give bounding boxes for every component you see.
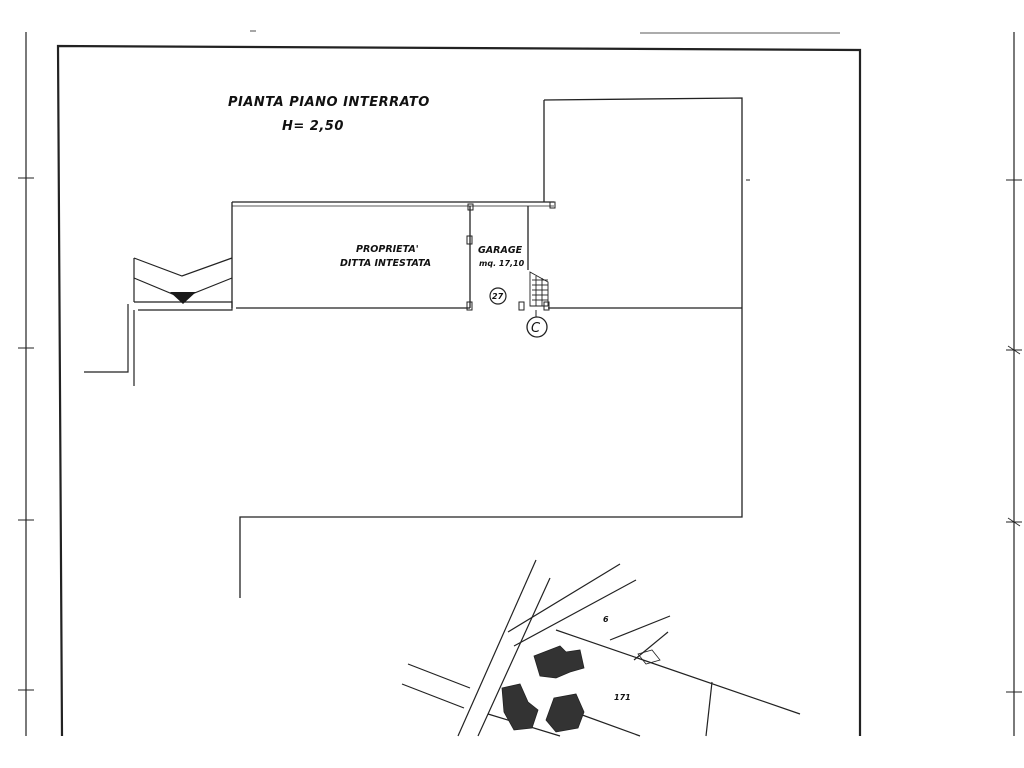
parcel-label-6: 6 <box>603 615 609 624</box>
parcel-label-171: 171 <box>614 693 631 702</box>
svg-text:27: 27 <box>492 292 504 301</box>
site-buildings <box>501 645 661 733</box>
garage-area-label: mq. 17,10 <box>479 259 525 268</box>
entrance-ramp <box>84 257 233 386</box>
proprieta-label: PROPRIETA' <box>356 244 419 255</box>
building-outline <box>231 97 743 598</box>
drawing-frame <box>56 44 862 737</box>
plan-title: PIANTA PIANO INTERRATO <box>228 95 430 110</box>
garage-label: GARAGE <box>478 245 523 256</box>
svg-text:C: C <box>531 321 541 336</box>
sheet-right-margin <box>1006 32 1022 736</box>
wall-posts <box>466 201 556 311</box>
sheet-left-margin <box>18 32 34 736</box>
ditta-intestata-label: DITTA INTESTATA <box>340 258 431 269</box>
plan-height: H= 2,50 <box>282 119 344 134</box>
ramp-arrow-icon <box>170 292 196 304</box>
site-map <box>401 559 801 737</box>
staircase <box>529 271 549 307</box>
section-marker-c: C <box>526 316 548 338</box>
garage-number-badge: 27 <box>489 287 507 305</box>
